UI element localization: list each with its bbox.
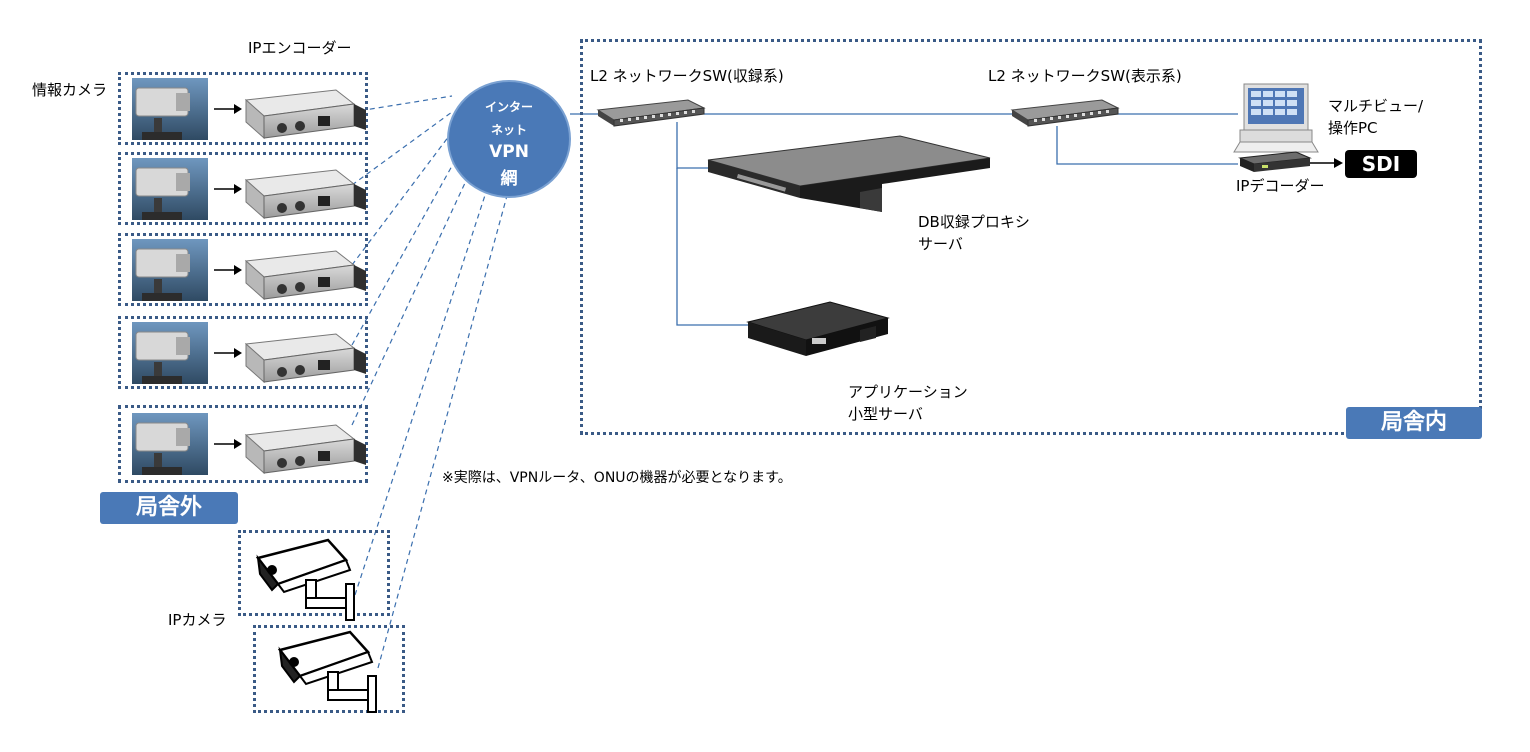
ip-encoder-label: IPエンコーダー (248, 39, 352, 57)
app-server-label-line1: アプリケーション (848, 383, 968, 401)
l2-switch-record-label: L2 ネットワークSW(収録系) (590, 67, 784, 85)
info-camera-label: 情報カメラ (32, 81, 108, 99)
dashed-link (351, 111, 453, 186)
hub-line1: インター (484, 100, 533, 114)
hub-line2: ネット (490, 123, 527, 137)
ip-decoder-icon (1238, 151, 1312, 172)
db-server-label-line2: サーバ (918, 235, 963, 253)
inside-station-frame (580, 39, 1482, 435)
ip-camera-box-2 (253, 625, 405, 713)
small-server-icon (746, 301, 890, 356)
encoder-group-box-3 (118, 233, 368, 306)
encoder-group-box-2 (118, 152, 368, 225)
db-server-label-line1: DB収録プロキシ (918, 213, 1030, 231)
multiview-pc-label-line2: 操作PC (1328, 119, 1378, 137)
inside-station-tag: 局舎内 (1346, 407, 1482, 439)
ip-decoder-label: IPデコーダー (1236, 177, 1325, 195)
hub-line4: 網 (500, 169, 518, 189)
sdi-output-tag: SDI (1345, 150, 1417, 178)
rack-server-icon (707, 135, 991, 212)
l2-switch-display-label: L2 ネットワークSW(表示系) (988, 67, 1182, 85)
solid-link (676, 168, 748, 326)
app-server-label-line2: 小型サーバ (848, 405, 923, 423)
solid-link (1056, 126, 1238, 165)
encoder-group-box-4 (118, 316, 368, 389)
internet-vpn-hub: インター ネット VPN 網 (447, 80, 571, 198)
ip-camera-label: IPカメラ (168, 611, 227, 629)
dashed-link (351, 127, 456, 266)
encoder-group-box-5 (118, 405, 368, 483)
dashed-link (377, 191, 509, 669)
desktop-pc-icon (1233, 83, 1319, 153)
hub-line3: VPN (489, 142, 529, 162)
network-switch-icon (597, 99, 705, 127)
note-text: ※実際は、VPNルータ、ONUの機器が必要となります。 (442, 470, 792, 486)
multiview-pc-label-line1: マルチビュー/ (1328, 97, 1424, 115)
arrow-right-icon (1310, 158, 1343, 168)
dashed-link (351, 95, 453, 113)
dashed-link (351, 167, 473, 426)
ip-camera-box-1 (238, 530, 390, 616)
encoder-group-box-1 (118, 72, 368, 145)
outside-station-tag: 局舎外 (100, 492, 238, 524)
network-switch-icon (1011, 99, 1119, 127)
dashed-link (351, 147, 463, 346)
